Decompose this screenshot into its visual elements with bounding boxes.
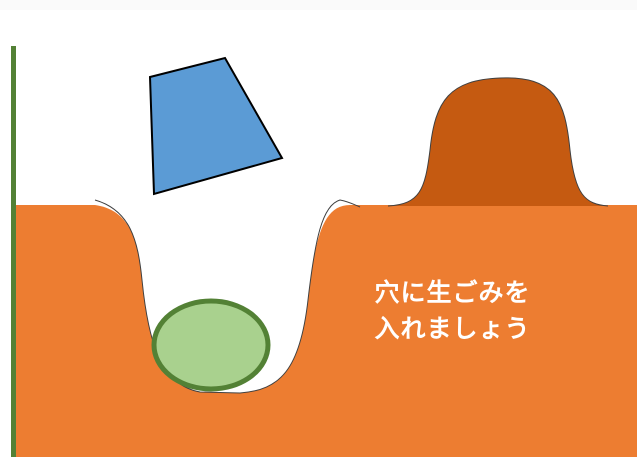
instruction-caption: 穴に生ごみを 入れましょう bbox=[330, 275, 575, 347]
left-green-bar bbox=[11, 46, 16, 457]
soil-ground bbox=[15, 205, 637, 457]
soil-mound bbox=[388, 77, 608, 206]
green-scrap-shape bbox=[151, 298, 271, 392]
hole-outline bbox=[94, 199, 361, 394]
caption-line-1: 穴に生ごみを bbox=[374, 278, 531, 307]
mound-outline bbox=[387, 77, 609, 207]
caption-line-2: 入れましょう bbox=[374, 314, 531, 343]
top-band bbox=[0, 0, 637, 10]
blue-scrap-shape bbox=[148, 56, 284, 196]
